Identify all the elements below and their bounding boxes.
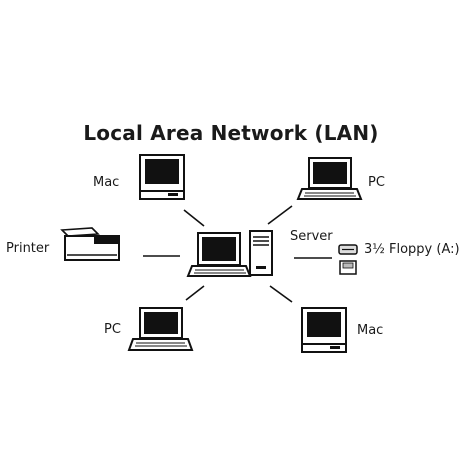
link-mac-bottom	[269, 285, 293, 303]
laptop-icon	[186, 232, 252, 277]
laptop-icon	[127, 307, 194, 351]
label-printer: Printer	[6, 241, 50, 256]
label-floppy: 3½ Floppy (A:)	[364, 242, 460, 257]
mac-computer-icon	[301, 307, 347, 353]
diagram-title: Local Area Network (LAN)	[83, 121, 378, 145]
label-mac-top: Mac	[93, 175, 119, 190]
label-server: Server	[290, 229, 333, 244]
mac-computer-icon	[139, 154, 185, 200]
label-pc-top: PC	[368, 175, 385, 190]
server-tower-icon	[249, 230, 273, 276]
label-mac-bottom: Mac	[357, 323, 383, 338]
laptop-icon	[296, 157, 363, 200]
floppy-drive-icon	[338, 244, 358, 275]
link-pc-bottom	[185, 285, 205, 301]
link-mac-top	[183, 209, 205, 227]
label-pc-bottom: PC	[104, 322, 121, 337]
link-pc-top	[267, 205, 293, 225]
connections	[143, 205, 332, 303]
printer-icon	[60, 227, 120, 261]
